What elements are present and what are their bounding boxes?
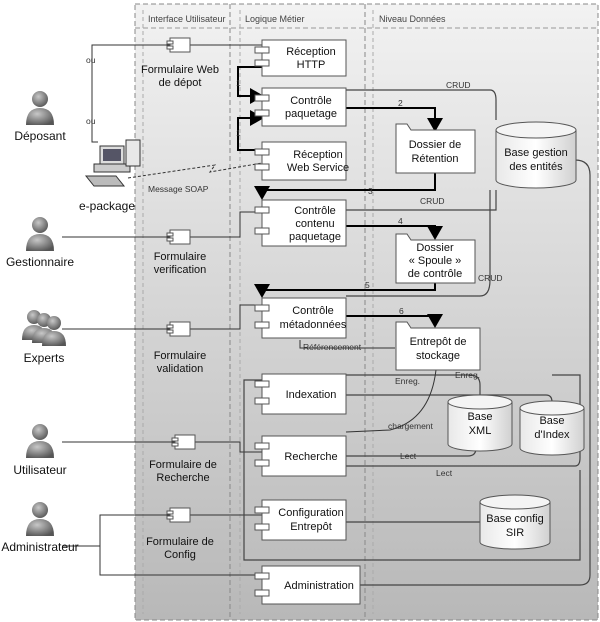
component-controle-meta[interactable]: Contrôle métadonnées xyxy=(254,297,347,339)
entrepot-line2: stockage xyxy=(416,350,460,362)
lane-title-data: Niveau Données xyxy=(379,14,446,24)
component-configuration[interactable]: Configuration Entrepôt xyxy=(254,499,347,541)
edge-label-enreg1: Enreg. xyxy=(395,376,420,386)
component-controle-paquetage[interactable]: Contrôle paquetage xyxy=(254,87,347,127)
reception-ws-line1: Réception xyxy=(293,149,343,161)
form-depot[interactable]: Formulaire Web de dépot xyxy=(141,37,219,89)
actor-utilisateur[interactable]: Utilisateur xyxy=(13,424,67,477)
edge-label-ou1: ou xyxy=(86,55,96,65)
controle-contenu-line3: paquetage xyxy=(289,231,341,243)
controle-meta-line2: métadonnées xyxy=(280,319,347,331)
configuration-line2: Entrepôt xyxy=(290,521,332,533)
form-config-line2: Config xyxy=(164,549,196,561)
base-xml-line1: Base xyxy=(467,411,492,423)
edge-label-n2: 2 xyxy=(398,98,403,108)
component-indexation[interactable]: Indexation xyxy=(254,373,347,415)
reception-ws-line2: Web Service xyxy=(287,162,349,174)
actor-label-gestionnaire: Gestionnaire xyxy=(6,255,74,269)
actor-label-epackage: e-package xyxy=(79,199,135,213)
edge-label-lect1: Lect xyxy=(400,451,417,461)
database-base-xml[interactable]: Base XML xyxy=(447,394,513,452)
administration-line1: Administration xyxy=(284,580,354,592)
form-verif-line2: verification xyxy=(154,264,207,276)
base-xml-line2: XML xyxy=(469,425,492,437)
form-config-line1: Formulaire de xyxy=(146,536,214,548)
edge-label-n4: 4 xyxy=(398,216,403,226)
base-config-line2: SIR xyxy=(506,527,524,539)
actor-experts[interactable]: Experts xyxy=(22,310,66,365)
actor-administrateur[interactable]: Administrateur xyxy=(1,502,79,554)
edge-label-chargement: chargement xyxy=(388,421,434,431)
edge-label-lect2: Lect xyxy=(436,468,453,478)
component-recherche[interactable]: Recherche xyxy=(254,435,347,477)
recherche-line1: Recherche xyxy=(284,451,337,463)
form-recherche-line1: Formulaire de xyxy=(149,459,217,471)
actor-gestionnaire[interactable]: Gestionnaire xyxy=(6,217,74,269)
database-base-index[interactable]: Base d'Index xyxy=(519,400,585,456)
form-verif[interactable]: Formulaire verification xyxy=(154,229,207,276)
edge-label-n5: 5 xyxy=(365,280,370,290)
lane-title-ui: Interface Utilisateur xyxy=(148,14,226,24)
component-reception-http[interactable]: Réception HTTP xyxy=(254,39,347,77)
reception-http-line1: Réception xyxy=(286,46,336,58)
dossier-spoule-line1: Dossier xyxy=(416,242,454,254)
base-gestion-line2: des entités xyxy=(509,161,563,173)
actor-label-administrateur: Administrateur xyxy=(1,540,78,554)
form-verif-line1: Formulaire xyxy=(154,251,207,263)
edge-label-referencement: Référencement xyxy=(303,342,362,352)
base-config-line1: Base config xyxy=(486,513,543,525)
database-base-gestion[interactable]: Base gestion des entités xyxy=(495,121,577,189)
base-index-line2: d'Index xyxy=(534,429,570,441)
reception-http-line2: HTTP xyxy=(297,59,326,71)
actor-label-experts: Experts xyxy=(24,351,65,365)
form-config[interactable]: Formulaire de Config xyxy=(146,507,214,561)
base-gestion-line1: Base gestion xyxy=(504,147,568,159)
dossier-retention-line1: Dossier de xyxy=(409,139,462,151)
folder-dossier-retention[interactable]: Dossier de Rétention xyxy=(395,123,476,174)
form-recherche-line2: Recherche xyxy=(156,472,209,484)
edge-label-crud2: CRUD xyxy=(420,196,445,206)
dossier-retention-line2: Rétention xyxy=(411,153,458,165)
controle-paquetage-line2: paquetage xyxy=(285,108,337,120)
controle-contenu-line2: contenu xyxy=(295,218,334,230)
controle-paquetage-line1: Contrôle xyxy=(290,95,332,107)
folder-dossier-spoule[interactable]: Dossier « Spoule » de contrôle xyxy=(395,233,476,284)
form-valid-line1: Formulaire xyxy=(154,350,207,362)
dossier-spoule-line3: de contrôle xyxy=(408,268,462,280)
lane-title-logic: Logique Métier xyxy=(245,14,305,24)
edge-label-soap: Message SOAP xyxy=(148,184,209,194)
edge-label-crud3: CRUD xyxy=(478,273,503,283)
actor-deposant[interactable]: Déposant xyxy=(14,91,66,143)
component-administration[interactable]: Administration xyxy=(254,565,361,605)
form-recherche[interactable]: Formulaire de Recherche xyxy=(149,434,217,484)
configuration-line1: Configuration xyxy=(278,507,343,519)
folder-entrepot[interactable]: Entrepôt de stockage xyxy=(395,321,481,371)
component-controle-contenu[interactable]: Contrôle contenu paquetage xyxy=(254,199,347,247)
actor-label-deposant: Déposant xyxy=(14,129,66,143)
component-reception-ws[interactable]: Réception Web Service xyxy=(254,141,349,181)
form-depot-line2: de dépot xyxy=(159,77,202,89)
entrepot-line1: Entrepôt de xyxy=(410,336,467,348)
base-index-line1: Base xyxy=(539,415,564,427)
controle-meta-line1: Contrôle xyxy=(292,305,334,317)
edge-label-enreg2: Enreg. xyxy=(455,370,480,380)
form-depot-line1: Formulaire Web xyxy=(141,64,219,76)
edge-label-ou2: ou xyxy=(86,116,96,126)
database-base-config[interactable]: Base config SIR xyxy=(479,494,551,550)
edge-label-n1b: 1 xyxy=(236,128,241,138)
form-valid[interactable]: Formulaire validation xyxy=(154,321,207,375)
controle-contenu-line1: Contrôle xyxy=(294,205,336,217)
edge-label-n6: 6 xyxy=(399,306,404,316)
actor-label-utilisateur: Utilisateur xyxy=(13,463,66,477)
edge-label-n1a: 1 xyxy=(236,78,241,88)
computer-icon[interactable]: e-package xyxy=(79,139,141,213)
form-valid-line2: validation xyxy=(157,363,203,375)
edge-label-crud1: CRUD xyxy=(446,80,471,90)
edge-label-n3: 3 xyxy=(368,186,373,196)
dossier-spoule-line2: « Spoule » xyxy=(409,255,462,267)
indexation-line1: Indexation xyxy=(286,389,337,401)
